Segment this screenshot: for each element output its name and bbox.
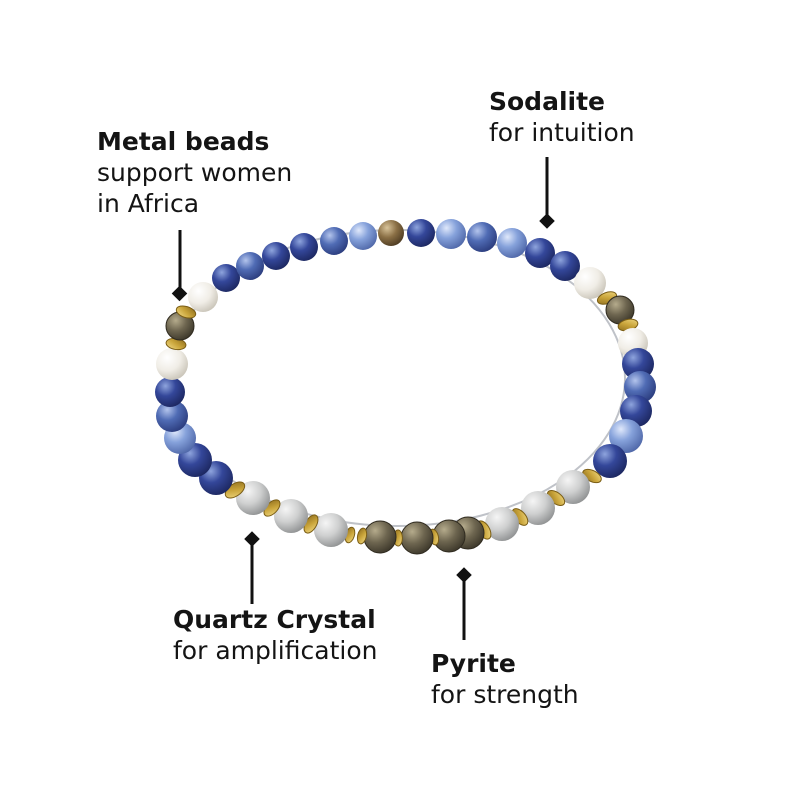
sodalite-bead [320, 227, 348, 255]
quartz-crystal-bead [556, 470, 590, 504]
label-pyrite-title: Pyrite [431, 649, 516, 678]
label-quartz-title: Quartz Crystal [173, 605, 376, 634]
quartz-crystal-bead [521, 491, 555, 525]
moonstone-bead [156, 348, 188, 380]
label-quartz-desc: for amplification [173, 636, 378, 665]
pyrite-bead [400, 521, 434, 555]
label-pyrite: Pyrite for strength [431, 648, 579, 710]
sodalite-bead [620, 395, 652, 427]
bracelet-beads [155, 219, 656, 555]
gold-spacer-bead [175, 305, 197, 319]
sodalite-bead [467, 222, 497, 252]
metal-bead [378, 220, 404, 246]
sodalite-bead [212, 264, 240, 292]
callout-quartz [244, 531, 260, 604]
sodalite-bead [622, 348, 654, 380]
label-metal-title: Metal beads [97, 127, 270, 156]
callout-metal-dot [171, 285, 188, 302]
sodalite-bead [593, 444, 627, 478]
label-sodalite-desc: for intuition [489, 118, 635, 147]
gold-spacer-bead [224, 481, 246, 499]
moonstone-bead [188, 282, 218, 312]
callout-quartz-dot [244, 531, 260, 547]
sodalite-bead [609, 419, 643, 453]
label-sodalite-title: Sodalite [489, 87, 605, 116]
sodalite-bead [262, 242, 290, 270]
moonstone-bead [574, 267, 606, 299]
sodalite-bead [550, 251, 580, 281]
sodalite-bead [236, 252, 264, 280]
sodalite-bead [497, 228, 527, 258]
callout-metal-beads [171, 230, 188, 302]
label-pyrite-desc: for strength [431, 680, 579, 709]
callout-sodalite-dot [539, 213, 555, 229]
gold-spacer-bead [356, 527, 368, 545]
quartz-crystal-bead [236, 481, 270, 515]
sodalite-bead [349, 222, 377, 250]
sodalite-bead [407, 219, 435, 247]
sodalite-bead [290, 233, 318, 261]
label-sodalite: Sodalite for intuition [489, 86, 635, 148]
callout-sodalite [539, 157, 555, 229]
sodalite-bead [436, 219, 466, 249]
callout-pyrite [456, 567, 472, 640]
sodalite-bead [525, 238, 555, 268]
quartz-crystal-bead [485, 507, 519, 541]
sodalite-bead [156, 400, 188, 432]
sodalite-bead [624, 371, 656, 403]
quartz-crystal-bead [314, 513, 348, 547]
sodalite-bead [155, 377, 185, 407]
label-quartz-crystal: Quartz Crystal for amplification [173, 604, 377, 666]
quartz-crystal-bead [274, 499, 308, 533]
pyrite-bead [363, 520, 397, 554]
label-metal-beads: Metal beads support women in Africa [97, 126, 292, 219]
callout-pyrite-dot [456, 567, 472, 583]
label-metal-desc: support women in Africa [97, 158, 293, 218]
